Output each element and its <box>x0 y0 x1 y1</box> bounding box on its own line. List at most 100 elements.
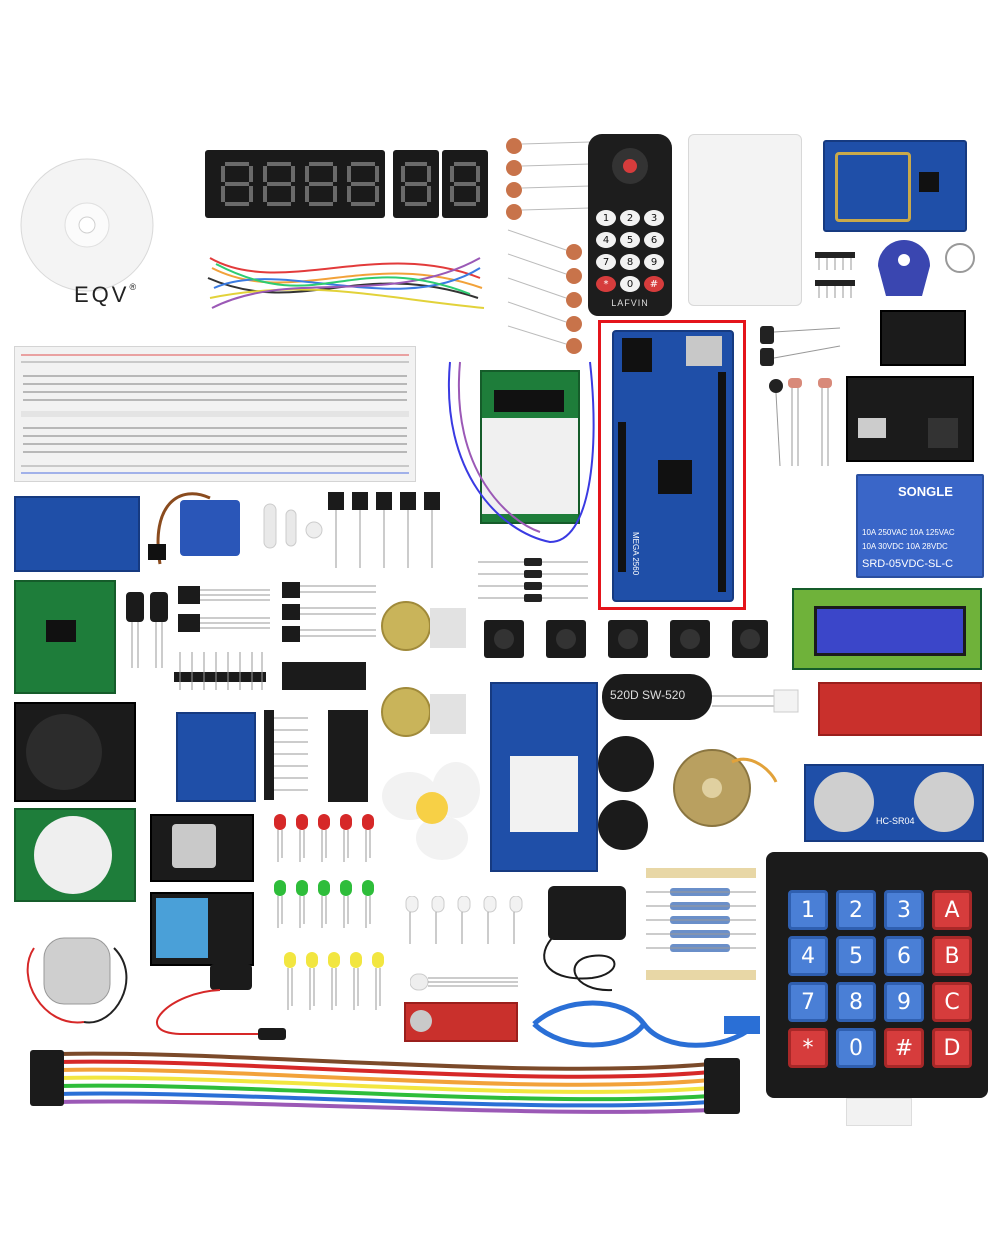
stepper-driver-board <box>14 580 116 694</box>
servo-wire <box>140 484 240 574</box>
encoder-knob <box>172 824 216 868</box>
jumper-wires-bundle <box>200 238 490 328</box>
tilt-switch: 520D SW-520 <box>602 674 712 720</box>
white-leds <box>404 896 528 946</box>
rfid-antenna <box>835 152 911 222</box>
keypad-key-9: 9 <box>884 982 924 1022</box>
usb-cable <box>524 996 764 1052</box>
keypad-key-a: A <box>932 890 972 930</box>
ir-remote: 1 2 3 4 5 6 7 8 9 * 0 # LAFVIN <box>588 134 672 316</box>
mega-header-left <box>618 422 626 572</box>
joystick-knob <box>26 714 102 790</box>
remote-ok-button <box>623 159 637 173</box>
led-matrix-module <box>480 370 580 524</box>
ic-74hc595 <box>282 662 366 690</box>
yellow-leds <box>282 952 392 1012</box>
keypad-ribbon <box>846 1098 912 1126</box>
lcd-screen <box>814 606 966 656</box>
ultrasonic-transducer-right <box>914 772 974 832</box>
breadboard-large <box>14 346 416 482</box>
rfid-tag <box>870 236 975 300</box>
remote-key-star: * <box>596 276 616 292</box>
thermistor-and-photoresistors <box>766 376 846 468</box>
joystick-module <box>14 702 136 802</box>
sound-sensor-module <box>404 1002 518 1042</box>
ceramic-capacitors <box>500 130 600 360</box>
remote-key-6: 6 <box>644 232 664 248</box>
ultrasonic-transducer-left <box>814 772 874 832</box>
remote-key-4: 4 <box>596 232 616 248</box>
keypad-key-3: 3 <box>884 890 924 930</box>
matrix-wires <box>440 352 610 552</box>
keypad-key-2: 2 <box>836 890 876 930</box>
stepper-motor <box>672 742 778 834</box>
diodes <box>478 556 588 606</box>
prototype-shield <box>490 682 598 872</box>
relay-rating-2: 10A 30VDC 10A 28VDC <box>862 542 948 551</box>
dc-motor <box>14 918 140 1030</box>
remote-key-2: 2 <box>620 210 640 226</box>
keypad-key-8: 8 <box>836 982 876 1022</box>
keypad-key-d: D <box>932 1028 972 1068</box>
keypad-key-5: 5 <box>836 936 876 976</box>
matrix-driver-chip <box>494 390 564 412</box>
keypad-key-0: 0 <box>836 1028 876 1068</box>
power-usb-port <box>858 418 886 438</box>
keypad-key-4: 4 <box>788 936 828 976</box>
male-pin-header <box>174 648 266 692</box>
pin-headers-stack <box>260 710 310 800</box>
ultrasonic-sensor: HC-SR04 <box>804 764 984 842</box>
voltage-regulators <box>176 584 272 644</box>
rfid-chip <box>919 172 939 192</box>
relay-module: SONGLE 10A 250VAC 10A 125VAC 10A 30VDC 1… <box>856 474 984 578</box>
servo-horns <box>256 500 326 570</box>
pin-headers-small <box>815 250 855 300</box>
remote-brand: LAFVIN <box>611 298 649 308</box>
rfid-module <box>823 140 967 232</box>
remote-key-3: 3 <box>644 210 664 226</box>
cd-brand-text: EQV <box>74 282 130 307</box>
lcd-1602-module <box>792 588 982 670</box>
rotary-encoder-module <box>150 814 254 882</box>
keypad-key-1: 1 <box>788 890 828 930</box>
electrolytic-capacitor-small <box>754 322 844 372</box>
pir-motion-sensor <box>14 808 136 902</box>
dupont-ribbon-cable <box>30 1040 742 1116</box>
ir-receiver-module <box>880 310 966 366</box>
keypad-key-7: 7 <box>788 982 828 1022</box>
mega-usb-port <box>686 336 722 366</box>
remote-key-8: 8 <box>620 254 640 270</box>
pir-dome <box>34 816 112 894</box>
remote-key-7: 7 <box>596 254 616 270</box>
water-level-sensor <box>818 682 982 736</box>
arduino-mega-board: MEGA 2560 <box>612 330 734 602</box>
relay-brand: SONGLE <box>898 484 953 499</box>
remote-key-5: 5 <box>620 232 640 248</box>
battery-clip <box>140 962 290 1044</box>
dht11-housing <box>156 898 208 958</box>
relay-rating-1: 10A 250VAC 10A 125VAC <box>862 528 955 537</box>
fan-propeller <box>380 756 484 862</box>
cd-disc: EQV® <box>20 158 155 307</box>
mega-header-right <box>718 372 726 592</box>
buzzer-active <box>598 800 648 850</box>
tilt-leads <box>712 686 802 716</box>
breadboard-power-supply <box>846 376 974 462</box>
rtc-module <box>14 496 140 572</box>
push-buttons-row <box>480 616 770 666</box>
servo-motor <box>180 500 240 556</box>
ic-l293d <box>328 710 368 802</box>
electrolytic-capacitors <box>124 590 176 670</box>
remote-key-hash: # <box>644 276 664 292</box>
arduino-mega-highlight-box <box>598 320 746 610</box>
potentiometer-1 <box>380 600 468 654</box>
seven-segment-4digit <box>205 150 385 218</box>
rfid-card <box>688 134 802 306</box>
membrane-keypad: 1 2 3 A 4 5 6 B 7 8 9 C * 0 # D <box>766 852 988 1098</box>
cd-brand: EQV® <box>74 282 154 308</box>
remote-key-9: 9 <box>644 254 664 270</box>
keypad-key-star: * <box>788 1028 828 1068</box>
mega-mcu-chip <box>658 460 692 494</box>
seven-segment-1digit-a <box>393 150 439 218</box>
green-leds <box>272 880 382 930</box>
